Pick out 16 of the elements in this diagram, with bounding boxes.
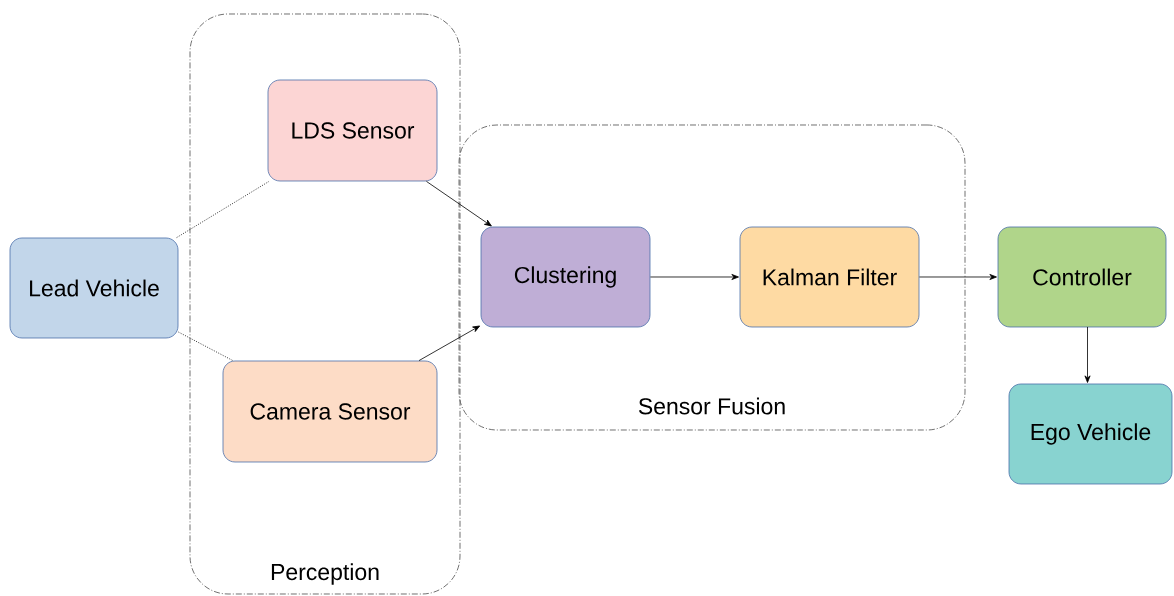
process-box: Camera Sensor [222,360,438,463]
arrow [919,274,997,280]
process-box: Controller [997,226,1167,328]
process-box: Clustering [480,226,651,328]
arrow [650,274,739,280]
arrow [1084,326,1091,383]
group-label: Perception [271,563,379,585]
connector-line [178,331,234,361]
group-label: Sensor Fusion [638,397,785,415]
connector-line [176,181,270,238]
process-box: Kalman Filter [739,226,920,328]
process-box: Ego Vehicle [1008,383,1173,485]
arrow [418,325,481,361]
arrow [426,181,492,227]
process-box: LDS Sensor [267,79,438,182]
process-box: Lead Vehicle [9,237,179,339]
